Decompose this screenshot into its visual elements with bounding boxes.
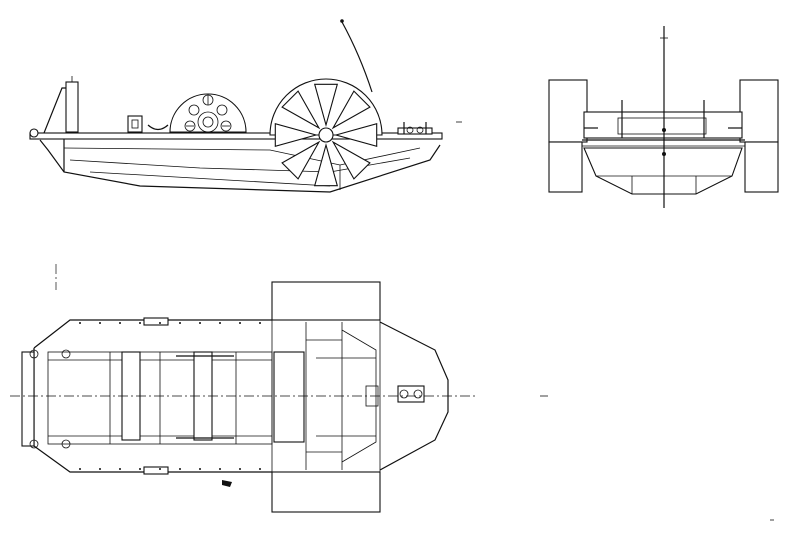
paddle-blade	[313, 142, 339, 187]
plan-rivet	[99, 468, 101, 470]
plan-rivet	[79, 468, 81, 470]
hull-bottom-line	[39, 139, 441, 193]
plan-view	[10, 264, 774, 521]
bow-winch-base	[397, 127, 433, 135]
deck-box-window	[131, 119, 139, 129]
bow-cleat	[406, 126, 414, 134]
plan-rivet	[139, 322, 141, 324]
plan-rivet	[259, 468, 261, 470]
plan-roller-end	[29, 349, 39, 359]
plan-hull-sides	[33, 319, 272, 473]
right-paddle-lower	[744, 141, 779, 193]
plan-rivets	[79, 322, 261, 470]
plan-rivet	[219, 322, 221, 324]
plan-rivet	[179, 468, 181, 470]
front-elevation-view	[548, 26, 779, 208]
front-mast-node	[662, 128, 666, 132]
plan-sponson-bottom	[271, 471, 381, 513]
plan-bow-bitt	[413, 389, 423, 399]
plan-rivet	[159, 322, 161, 324]
stern-roller	[29, 128, 39, 138]
hull-keel-line	[89, 171, 331, 187]
paddle-blade	[333, 122, 378, 148]
plan-bow-bitts	[397, 385, 425, 403]
paddle-blade	[331, 90, 371, 130]
plan-rivet	[119, 322, 121, 324]
plan-rivet	[219, 468, 221, 470]
antenna-tip	[340, 19, 344, 23]
paddle-blade	[331, 140, 371, 180]
plan-rivet	[239, 322, 241, 324]
paddle-spokes	[274, 83, 378, 187]
plan-rivet	[179, 322, 181, 324]
plan-engine-block	[273, 351, 305, 443]
paddle-wheel	[269, 78, 383, 187]
deck-rail	[29, 132, 443, 140]
engine-gear-left	[184, 120, 196, 132]
plan-anchor-mark	[222, 480, 232, 487]
engine-gear-upper-left	[188, 104, 200, 116]
engine-center-axle	[202, 116, 214, 128]
front-mast-node	[662, 152, 666, 156]
left-paddle-lower	[548, 141, 583, 193]
plan-hatch-top	[143, 317, 169, 326]
paddle-blade	[281, 140, 321, 180]
plan-hatch-bottom	[143, 466, 169, 475]
antenna-mast	[341, 21, 373, 93]
plan-stern-roller	[21, 351, 35, 447]
engine-gear-right	[220, 120, 232, 132]
plan-rivet	[199, 468, 201, 470]
engine-center-hub	[197, 111, 219, 133]
plan-rivet	[259, 322, 261, 324]
right-paddle-box	[739, 79, 779, 143]
plan-rivet	[79, 322, 81, 324]
paddle-blade	[274, 122, 319, 148]
exhaust-stack	[65, 81, 79, 133]
side-elevation-view	[29, 19, 462, 193]
plan-sponson-top	[271, 281, 381, 321]
plan-rivet	[199, 322, 201, 324]
anchor-crescent	[147, 124, 169, 131]
plan-rivet	[239, 468, 241, 470]
engine-housing	[169, 93, 247, 133]
deck-box	[127, 115, 143, 133]
plan-rivet	[99, 322, 101, 324]
engine-gear-upper-right	[216, 104, 228, 116]
front-hull-frames	[631, 176, 697, 194]
plan-bollard	[61, 349, 71, 359]
bow-cleat	[416, 126, 424, 134]
plan-rivet	[159, 468, 161, 470]
front-engine-box	[617, 117, 707, 135]
paddle-blade	[281, 90, 321, 130]
paddle-hub	[318, 127, 334, 143]
plan-rivet	[139, 468, 141, 470]
plan-forward-deck-lines	[316, 357, 376, 437]
plan-rivet	[119, 468, 121, 470]
plan-bow-bitt	[399, 389, 409, 399]
hull-strake-line	[69, 157, 411, 173]
paddle-blade	[313, 83, 339, 128]
plan-roller-end	[29, 439, 39, 449]
left-paddle-box	[548, 79, 588, 143]
